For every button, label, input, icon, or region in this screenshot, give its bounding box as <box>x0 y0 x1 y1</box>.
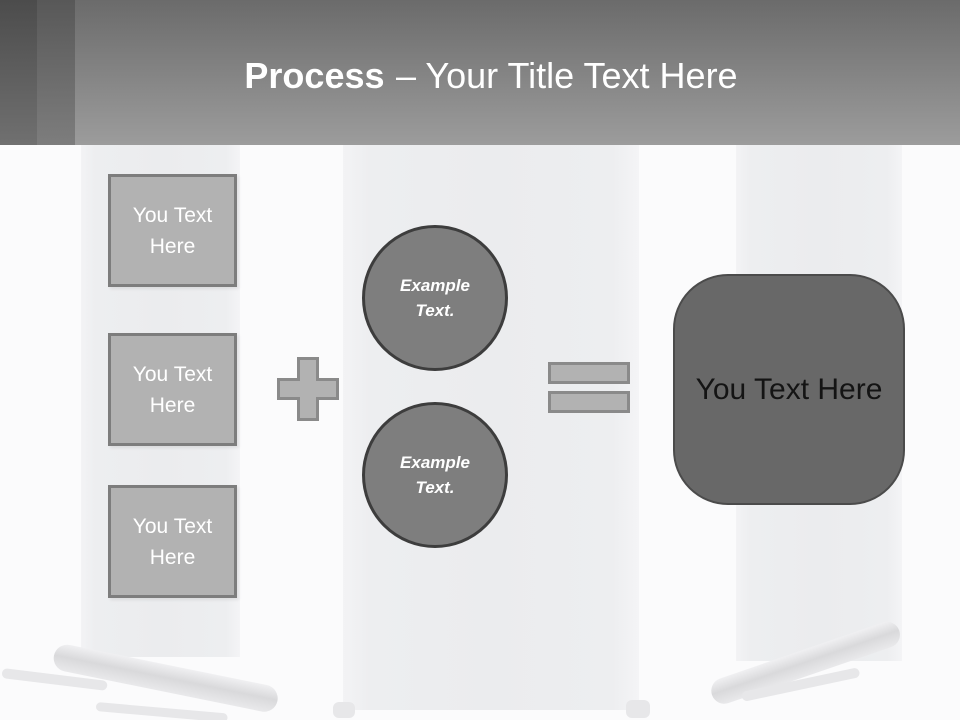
input-box-1-label: You Text Here <box>132 203 213 258</box>
banner-base-left <box>51 642 281 715</box>
banner-foot-left-2 <box>95 702 228 720</box>
plus-shape[interactable] <box>277 357 339 421</box>
equals-shape[interactable] <box>548 362 630 413</box>
plus-icon <box>277 357 339 421</box>
banner-foot-middle-1 <box>333 702 355 718</box>
example-circle-1-label: Example Text. <box>400 276 470 320</box>
input-box-2[interactable]: You Text Here <box>108 333 237 446</box>
equals-bar-bottom <box>548 391 630 413</box>
header-accent-strip-2 <box>37 0 75 145</box>
banner-base-right <box>707 618 904 708</box>
page-title-rest: – Your Title Text Here <box>396 55 738 96</box>
example-circle-1[interactable]: Example Text. <box>362 225 508 371</box>
result-box[interactable]: You Text Here <box>673 274 905 505</box>
input-box-2-label: You Text Here <box>132 362 213 417</box>
page-title[interactable]: Process – Your Title Text Here <box>0 52 960 100</box>
result-box-label: You Text Here <box>695 372 883 406</box>
input-box-3-label: You Text Here <box>132 514 213 569</box>
header-accent-strip-1 <box>0 0 37 145</box>
example-circle-2-label: Example Text. <box>400 453 470 497</box>
example-circle-2[interactable]: Example Text. <box>362 402 508 548</box>
banner-foot-right <box>740 667 861 702</box>
page-title-bold: Process <box>244 55 385 96</box>
banner-foot-left-1 <box>1 668 108 691</box>
header-band <box>0 0 960 145</box>
equals-icon <box>548 362 630 384</box>
input-box-3[interactable]: You Text Here <box>108 485 237 598</box>
banner-foot-middle-2 <box>626 700 650 718</box>
input-box-1[interactable]: You Text Here <box>108 174 237 287</box>
